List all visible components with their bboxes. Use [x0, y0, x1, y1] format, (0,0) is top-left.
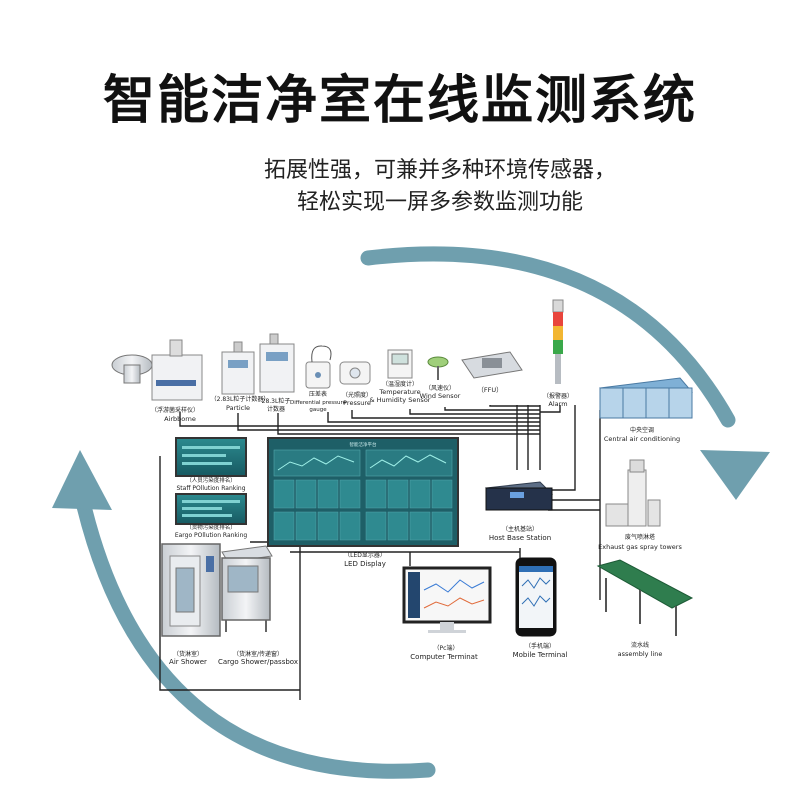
- led-display-wall-icon: 智能洁净平台: [267, 437, 459, 547]
- counter283-label-cn: 28.3L粒子: [262, 397, 291, 405]
- temphum-label-en: Temperature: [378, 388, 420, 396]
- staff-ranking-screen-icon: [175, 437, 247, 477]
- assembly-label-cn: 流水线: [631, 641, 649, 649]
- particle-counter-28-icon: [259, 333, 295, 393]
- temphum-label-en2: & Humidity Sensor: [370, 396, 431, 404]
- led-screen-title: 智能洁净平台: [350, 441, 377, 448]
- exhaust-tower-icon: [605, 459, 661, 527]
- airborne-label-cn: （浮游菌采样仪）: [151, 406, 199, 414]
- exhaust-label-en: Exhaust gas spray towers: [598, 543, 682, 551]
- wind-label-cn: （风速仪）: [425, 385, 455, 392]
- particle-counter-icon: [221, 341, 255, 395]
- subtitle-line-1: 拓展性强，可兼并多种环境传感器，: [263, 158, 616, 183]
- pressure-label-en: Pressure: [343, 399, 371, 407]
- diffpressure-label-en: Differential pressure: [290, 400, 347, 406]
- pressure-label-cn: （光照度）: [342, 391, 372, 399]
- cargo-ranking-label-cn: （货物污染度排名）: [186, 523, 236, 531]
- central-air-conditioning-icon: [599, 377, 693, 419]
- air-shower-label-cn: （货淋室）: [173, 650, 203, 658]
- page-title: 智能洁净室在线监测系统: [102, 71, 697, 131]
- mobile-label-en: Mobile Terminal: [513, 651, 568, 659]
- cargo-ranking-screen-icon: [175, 493, 247, 525]
- cycle-arrowhead-left: [52, 450, 112, 510]
- host-label-cn: （主机基站）: [502, 525, 538, 533]
- cycle-arrow-top: [360, 246, 736, 428]
- ffu-icon: [461, 351, 523, 379]
- diff-pressure-gauge-icon: [305, 345, 332, 389]
- computer-label-en: Computer Terminat: [410, 653, 478, 661]
- exhaust-label-cn: 废气喷淋塔: [625, 533, 655, 541]
- temphum-label-cn: （温湿度计）: [382, 380, 418, 388]
- particle-label-en: Particle: [226, 404, 250, 412]
- wind-label-en: Wind Sensor: [420, 392, 461, 400]
- airborne-sampler-icon: [111, 339, 203, 401]
- connection-lines: [159, 405, 601, 700]
- alarm-light-icon: [552, 299, 564, 384]
- wind-sensor-icon: [427, 356, 449, 380]
- airborne-label-en: Airbborne: [164, 415, 196, 423]
- particle-label-cn: （2.83L粒子计数器）: [211, 395, 270, 403]
- mobile-terminal-icon: [515, 557, 557, 637]
- alarm-label-cn: （报警器）: [543, 392, 573, 400]
- cargo-ranking-label-en: Eargo POllution Ranking: [175, 532, 248, 539]
- led-label-cn: （LED显示器）: [344, 552, 386, 559]
- cycle-arrowhead-right: [700, 450, 770, 500]
- subtitle-line-2: 轻松实现一屏多参数监测功能: [296, 190, 583, 215]
- led-label-en: LED Display: [344, 560, 386, 568]
- assembly-line-icon: [596, 559, 694, 636]
- cargo-shower-label-en: Cargo Shower/passbox: [218, 658, 298, 666]
- cargo-shower-icon: [221, 545, 273, 632]
- computer-terminal-icon: [402, 566, 492, 633]
- illuminance-sensor-icon: [339, 361, 371, 385]
- staff-ranking-label-cn: （人员污染度排名）: [186, 476, 236, 484]
- assembly-label-en: assembly line: [618, 650, 663, 658]
- staff-ranking-label-en: Staff POllution Ranking: [176, 485, 245, 492]
- cycle-arrow-bottom: [74, 490, 436, 779]
- cargo-shower-label-cn: （货淋室/传递窗）: [233, 650, 283, 658]
- air-shower-icon: [161, 543, 221, 637]
- aircon-label-en: Central air conditioning: [604, 435, 680, 443]
- counter283-label-cn2: 计数器: [267, 405, 285, 413]
- air-shower-label-en: Air Shower: [169, 658, 207, 666]
- alarm-label-en: Alarm: [548, 400, 567, 408]
- host-label-en: Host Base Station: [489, 534, 551, 542]
- computer-label-cn: （Pc端）: [434, 644, 459, 652]
- temperature-humidity-sensor-icon: [387, 349, 413, 379]
- ffu-label: （FFU）: [477, 386, 502, 394]
- host-base-station-icon: [484, 481, 554, 511]
- diffpressure-label-en2: gauge: [309, 407, 327, 413]
- diffpressure-label-cn: 压差表: [309, 390, 327, 398]
- aircon-label-cn: 中央空调: [630, 426, 654, 434]
- mobile-label-cn: （手机端）: [525, 642, 555, 650]
